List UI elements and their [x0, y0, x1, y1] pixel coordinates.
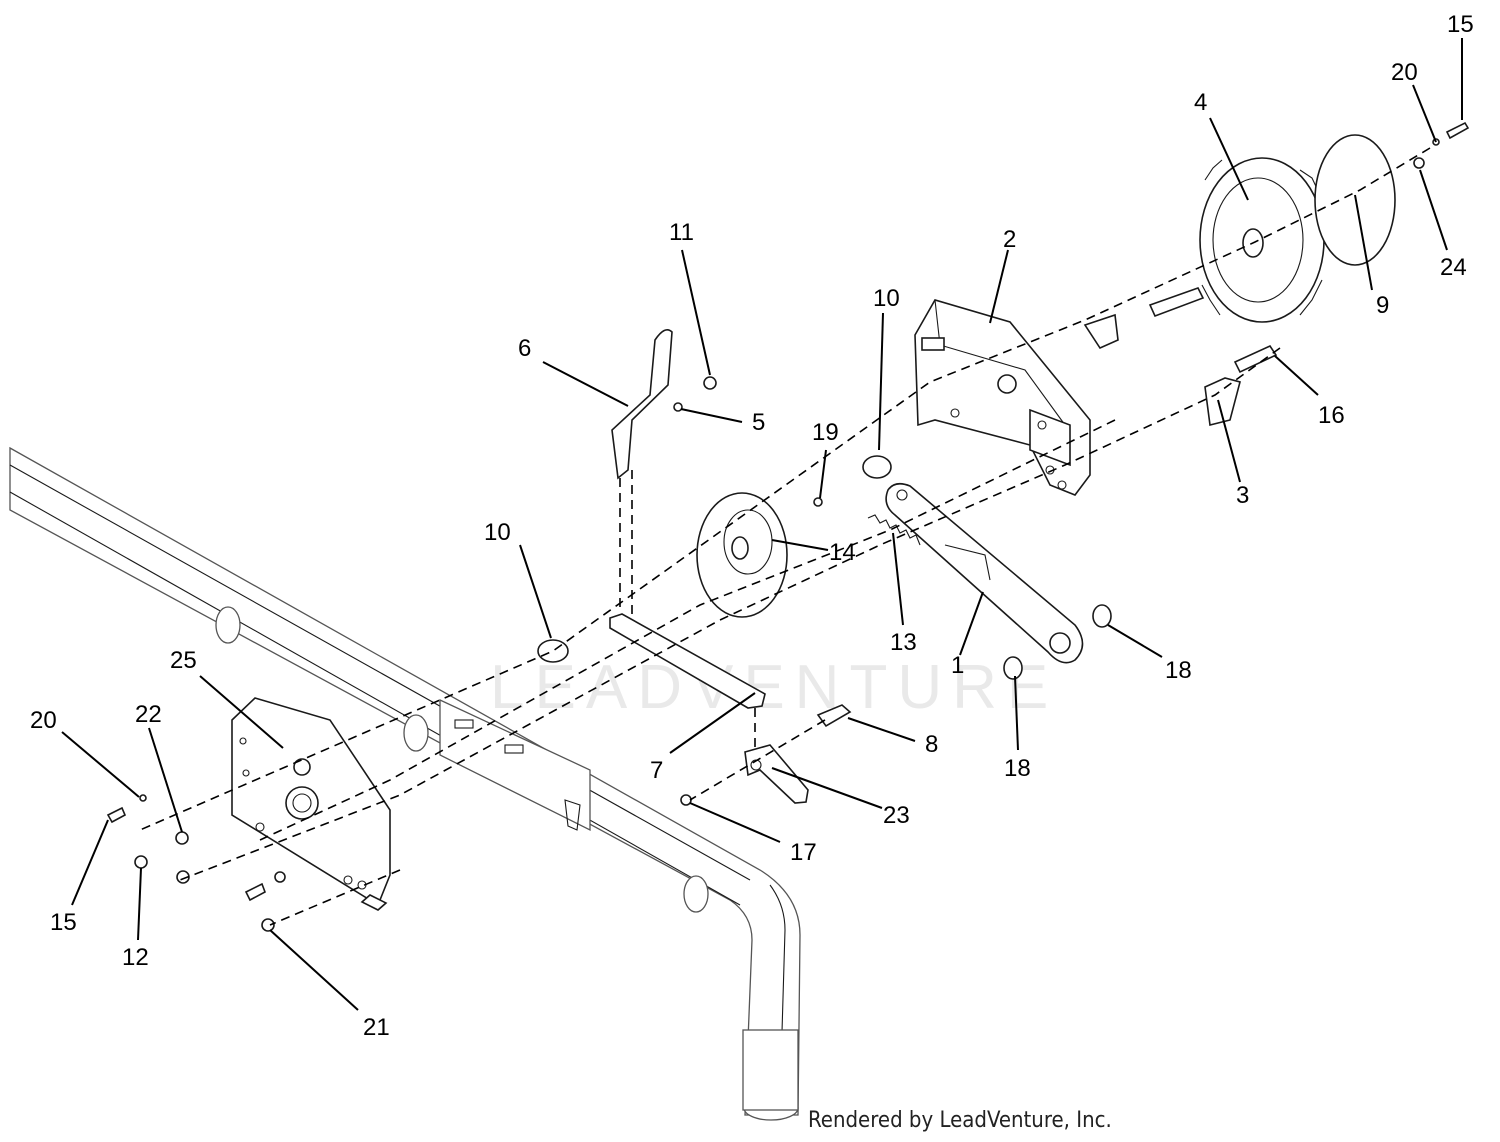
render-credit: Rendered by LeadVenture, Inc.	[808, 1108, 1112, 1133]
callout-13: 13	[890, 629, 917, 656]
lever-6	[611, 329, 673, 480]
frame-rail	[9, 446, 801, 1121]
link-rod-7	[609, 613, 766, 709]
callout-17: 17	[790, 839, 817, 866]
ratchet-14	[696, 492, 788, 618]
callout-2: 2	[1003, 226, 1016, 253]
callout-14: 14	[829, 539, 856, 566]
callout-15b: 15	[50, 909, 77, 936]
leader-lines	[61, 38, 1463, 1011]
side-plate-25	[231, 697, 391, 911]
callout-25: 25	[170, 647, 197, 674]
callout-labels: 15 20 4 24 9 2 10 11 6 5 19 16 3 14 13 1…	[30, 11, 1474, 1041]
callout-1: 1	[951, 652, 964, 679]
callout-20b: 20	[30, 707, 57, 734]
bracket-2	[914, 299, 1091, 496]
callout-9: 9	[1376, 292, 1389, 319]
callout-8: 8	[925, 731, 938, 758]
callout-6: 6	[518, 335, 531, 362]
callout-12: 12	[122, 944, 149, 971]
hardware	[106, 121, 1470, 932]
sprocket-4	[1199, 157, 1325, 323]
callout-20: 20	[1391, 59, 1418, 86]
callout-10: 10	[873, 285, 900, 312]
callout-18b: 18	[1004, 755, 1031, 782]
callout-23: 23	[883, 802, 910, 829]
callout-15: 15	[1447, 11, 1474, 38]
latch-23	[744, 744, 809, 804]
callout-4: 4	[1194, 89, 1207, 116]
callout-21: 21	[363, 1014, 390, 1041]
callout-16: 16	[1318, 402, 1345, 429]
callout-22: 22	[135, 701, 162, 728]
callout-18: 18	[1165, 657, 1192, 684]
spring-13	[867, 514, 921, 546]
callout-3: 3	[1236, 482, 1249, 509]
assembly-lines	[139, 147, 1431, 926]
callout-11: 11	[669, 219, 694, 246]
callout-7: 7	[650, 757, 663, 784]
callout-19: 19	[812, 419, 839, 446]
callout-10b: 10	[484, 519, 511, 546]
watermark-text: LEADVENTURE	[490, 653, 1058, 722]
arm-1	[885, 482, 1084, 664]
callout-5: 5	[752, 409, 765, 436]
callout-24: 24	[1440, 254, 1467, 281]
